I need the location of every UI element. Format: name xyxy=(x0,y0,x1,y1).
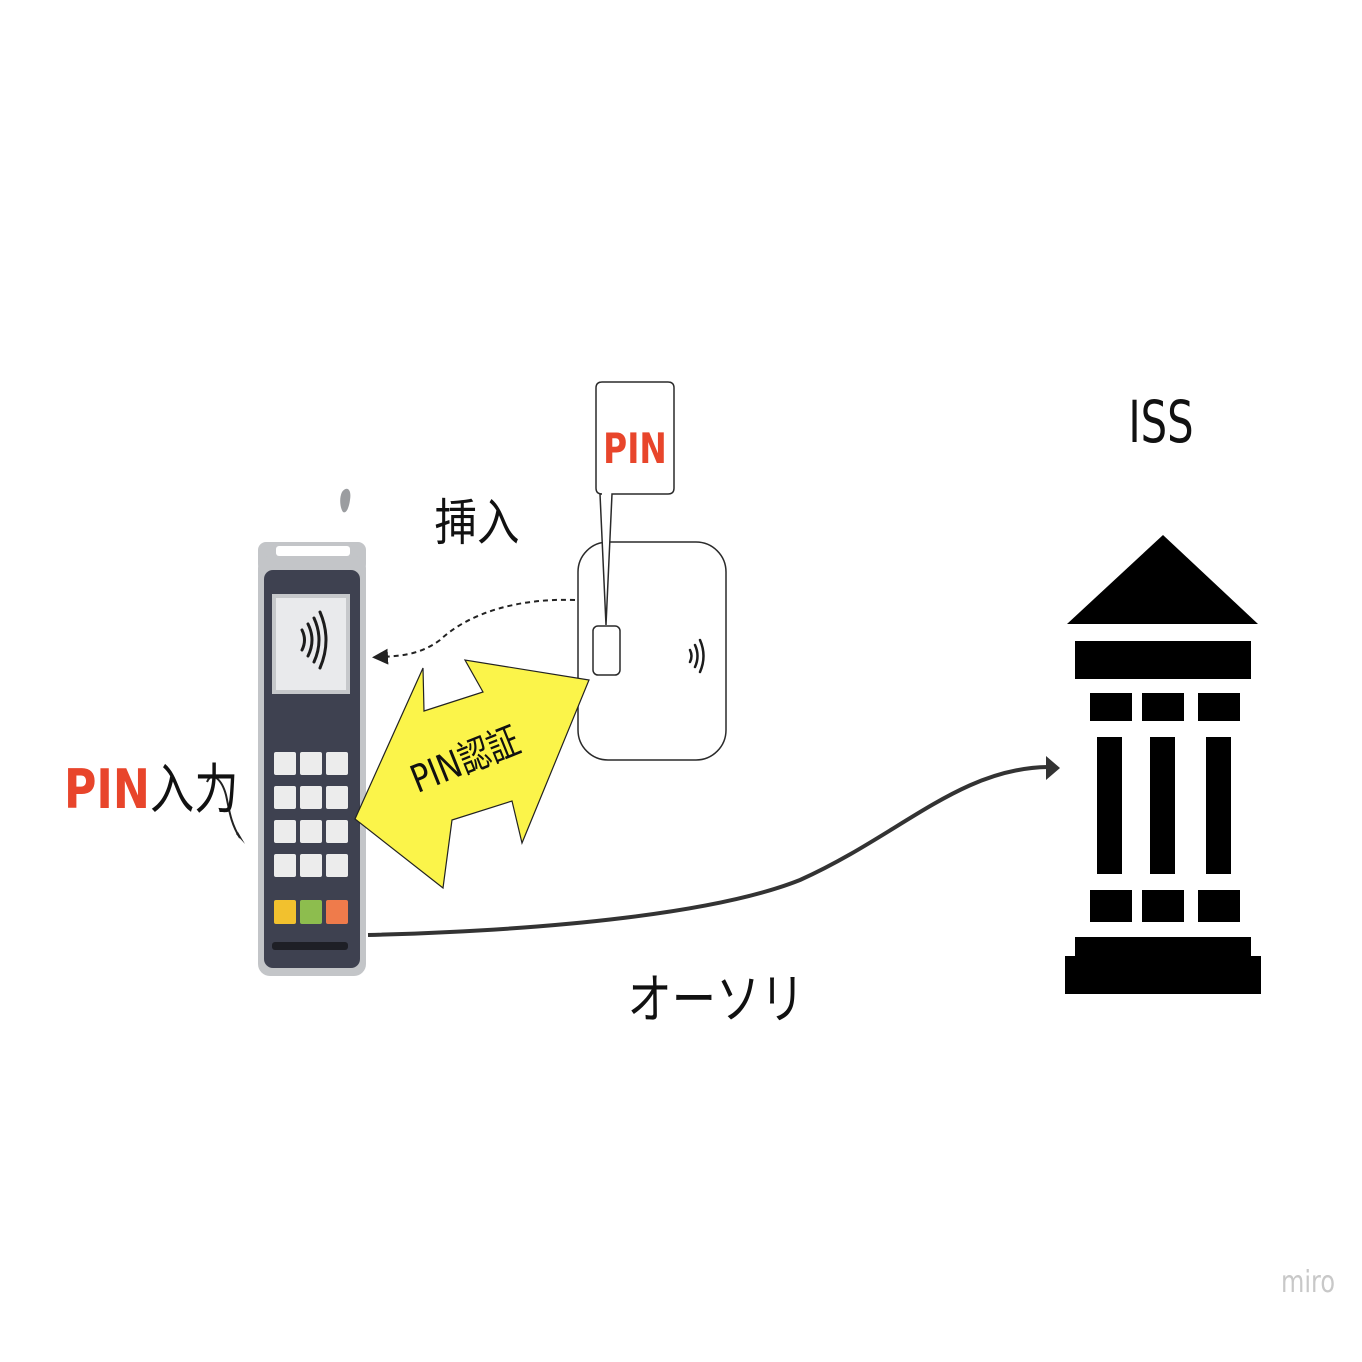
cancel-key xyxy=(274,900,296,924)
authorization-label: オーソリ xyxy=(627,968,804,1031)
card-pin-callout: PIN xyxy=(595,381,675,626)
payment-terminal-icon xyxy=(258,488,366,976)
pin-entry-accent: PIN xyxy=(64,758,150,821)
authorization-arrowhead xyxy=(1046,756,1060,780)
chip-card-icon xyxy=(577,541,727,761)
insert-arrow xyxy=(372,598,576,665)
pin-auth-arrow: PIN認証 xyxy=(354,659,590,890)
contactless-icon xyxy=(300,610,328,670)
clear-key xyxy=(300,900,322,924)
card-pin-label: PIN xyxy=(603,424,667,473)
enter-key xyxy=(326,900,348,924)
insert-label: 挿入 xyxy=(435,494,520,552)
pin-entry-rest: 入力 xyxy=(150,758,239,821)
miro-watermark: miro xyxy=(1281,1265,1335,1299)
pin-entry-pointer xyxy=(206,775,241,839)
bank-building-icon xyxy=(1065,535,1261,994)
authorization-arrow xyxy=(367,765,1049,937)
issuer-label: ISS xyxy=(1128,388,1193,456)
keypad xyxy=(274,752,348,877)
pin-entry-label: PIN入力 xyxy=(64,758,238,821)
contactless-icon xyxy=(688,638,705,674)
